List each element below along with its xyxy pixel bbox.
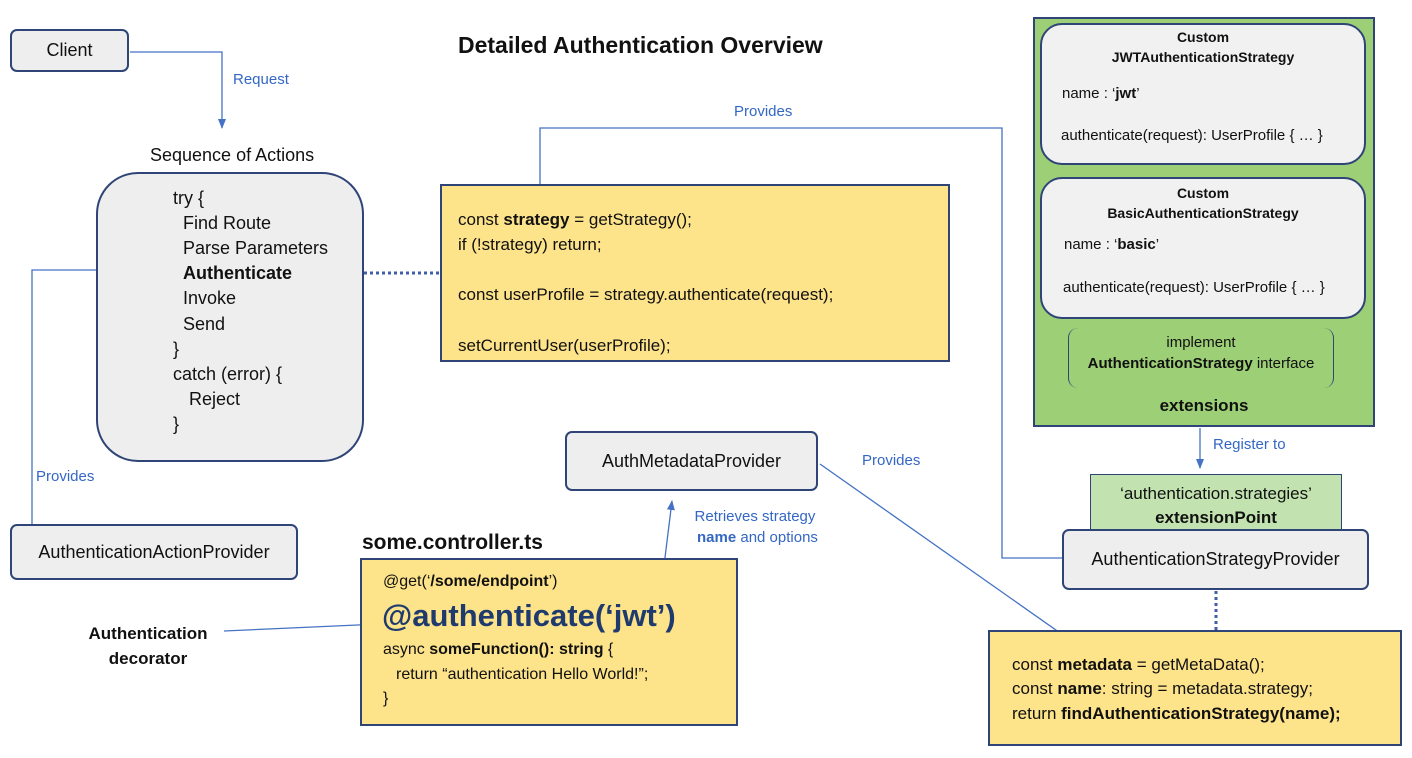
card-title-line: BasicAuthenticationStrategy	[1107, 205, 1299, 221]
arrow-decorator	[223, 620, 381, 632]
code-endpoint: /some/endpoint	[430, 573, 549, 590]
basic-strategy-card: Custom BasicAuthenticationStrategy name …	[1040, 177, 1366, 319]
client-label: Client	[46, 40, 93, 60]
code-text: return	[1012, 704, 1062, 723]
extension-point-name: ‘authentication.strategies’	[1120, 484, 1312, 503]
sequence-line: Send	[183, 314, 226, 334]
sequence-heading: Sequence of Actions	[150, 145, 315, 165]
sequence-line-authenticate: Authenticate	[183, 263, 293, 283]
retrieves-text: Retrieves strategy	[694, 508, 816, 525]
jwt-name-value: jwt	[1115, 85, 1137, 102]
authentication-action-provider-label: AuthenticationActionProvider	[38, 541, 270, 562]
arrow-client-request	[130, 51, 226, 129]
jwt-method-line: authenticate(request): UserProfile { … }	[1061, 127, 1323, 144]
code-line-find-strategy: return findAuthenticationStrategy(name);	[1012, 704, 1341, 724]
retrieves-strategy-label: Retrieves strategy name and options	[692, 506, 818, 548]
sequence-line: catch (error) {	[173, 364, 283, 384]
metadata-provides-label: Provides	[862, 452, 921, 469]
code-text: const	[1012, 655, 1058, 674]
controller-filename: some.controller.ts	[362, 531, 543, 554]
extensions-footer: extensions	[1159, 396, 1249, 415]
code-line-check-strategy: if (!strategy) return;	[458, 235, 602, 254]
extension-point-label: extensionPoint	[1155, 508, 1277, 527]
authentication-decorator-label: Authentication decorator	[72, 621, 224, 671]
find-strategy-code-box	[988, 630, 1402, 746]
code-line-get-strategy: const strategy = getStrategy();	[458, 210, 692, 230]
auth-metadata-provider-box: AuthMetadataProvider	[565, 431, 818, 491]
sequence-line: try {	[173, 188, 205, 208]
basic-name-value: basic	[1117, 236, 1156, 253]
code-text: const	[1012, 679, 1058, 698]
card-text: name : ‘	[1062, 85, 1116, 102]
decorator-label-line: decorator	[108, 649, 188, 668]
code-text: async	[383, 641, 430, 658]
code-text: const	[458, 210, 504, 229]
implement-text: implement	[1166, 334, 1236, 351]
code-keyword-metadata: metadata	[1057, 655, 1132, 674]
card-title-line: Custom	[1176, 185, 1230, 201]
sequence-line: Parse Parameters	[183, 238, 329, 258]
code-line-get-endpoint: @get(‘/some/endpoint’)	[383, 573, 558, 591]
authentication-strategy-provider-box: AuthenticationStrategyProvider	[1062, 529, 1369, 590]
basic-card-title: Custom BasicAuthenticationStrategy	[1042, 183, 1364, 223]
jwt-card-title: Custom JWTAuthenticationStrategy	[1042, 27, 1364, 67]
auth-metadata-provider-label: AuthMetadataProvider	[601, 450, 782, 471]
extension-point-box: ‘authentication.strategies’ extensionPoi…	[1090, 474, 1342, 538]
basic-name-line: name : ‘basic’	[1064, 236, 1159, 253]
authentication-action-provider-box: AuthenticationActionProvider	[10, 524, 298, 580]
code-line-authenticate: const userProfile = strategy.authenticat…	[458, 285, 834, 304]
code-text: ’)	[548, 573, 558, 590]
client-box: Client	[10, 29, 129, 72]
card-title-line: JWTAuthenticationStrategy	[1111, 49, 1295, 65]
strategy-code-box	[440, 184, 950, 362]
basic-method-line: authenticate(request): UserProfile { … }	[1063, 279, 1325, 296]
arrow-metadata-provides	[819, 463, 1091, 655]
card-text: ’	[1155, 236, 1160, 253]
controller-code-box	[360, 558, 738, 726]
implement-label: implement AuthenticationStrategy interfa…	[1070, 332, 1332, 374]
code-function-signature: someFunction(): string	[429, 641, 604, 658]
request-label: Request	[233, 71, 289, 88]
card-text: name : ‘	[1064, 236, 1118, 253]
code-keyword-name: name	[1057, 679, 1102, 698]
interface-name: AuthenticationStrategy	[1087, 355, 1253, 372]
top-provides-label: Provides	[734, 103, 793, 120]
authenticate-decorator-code: @authenticate(‘jwt’)	[382, 598, 676, 633]
code-line-close: }	[383, 690, 389, 707]
code-keyword-strategy: strategy	[503, 210, 570, 229]
implement-bracket	[1068, 328, 1334, 388]
code-text: {	[603, 641, 614, 658]
authentication-strategy-provider-label: AuthenticationStrategyProvider	[1091, 549, 1340, 569]
code-line-return: return “authentication Hello World!”;	[396, 666, 649, 683]
code-text: : string = metadata.strategy;	[1101, 679, 1313, 698]
card-text: ’	[1136, 85, 1140, 102]
code-line-some-function: async someFunction(): string {	[383, 641, 613, 659]
retrieves-name: name	[697, 529, 737, 546]
code-line-name: const name: string = metadata.strategy;	[1012, 679, 1313, 699]
code-find-call: findAuthenticationStrategy(name);	[1061, 704, 1341, 723]
code-text: = getStrategy();	[569, 210, 692, 229]
sequence-line: }	[173, 414, 180, 434]
sequence-box	[96, 172, 364, 462]
action-provider-provides-label: Provides	[36, 468, 95, 485]
jwt-strategy-card: Custom JWTAuthenticationStrategy name : …	[1040, 23, 1366, 165]
sequence-line: Invoke	[183, 288, 237, 308]
card-title-line: Custom	[1176, 29, 1230, 45]
code-line-set-current-user: setCurrentUser(userProfile);	[458, 336, 671, 355]
retrieves-options: and options	[736, 529, 818, 546]
sequence-line: }	[173, 339, 180, 359]
code-text: @get(‘	[383, 573, 431, 590]
register-to-label: Register to	[1213, 436, 1286, 453]
jwt-name-line: name : ‘jwt’	[1062, 85, 1140, 102]
code-line-get-metadata: const metadata = getMetaData();	[1012, 655, 1265, 675]
sequence-line: Reject	[189, 389, 241, 409]
page-title: Detailed Authentication Overview	[458, 32, 823, 58]
sequence-line: Find Route	[183, 213, 272, 233]
implement-text: interface	[1252, 355, 1315, 372]
code-text: = getMetaData();	[1132, 655, 1265, 674]
decorator-label-line: Authentication	[88, 624, 208, 643]
